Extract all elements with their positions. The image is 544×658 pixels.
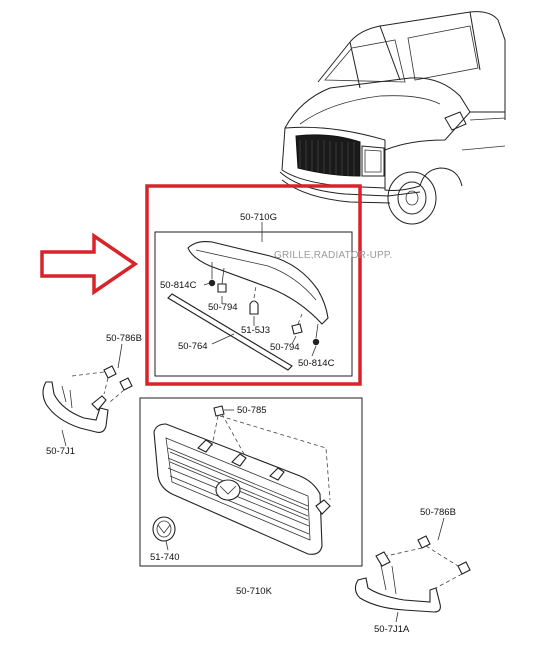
label-51-740: 51-740 xyxy=(150,552,180,563)
upper-molding-part xyxy=(187,241,329,325)
label-50-814c-b: 50-814C xyxy=(298,358,335,369)
label-50-7j1: 50-7J1 xyxy=(46,446,75,457)
left-bracket-part xyxy=(42,381,109,433)
clip-785 xyxy=(211,405,331,501)
radiator-grille-part xyxy=(153,423,331,555)
clip-fastener-814c-b xyxy=(312,323,320,346)
right-bracket-part xyxy=(354,551,441,613)
label-50-794-a: 50-794 xyxy=(208,302,238,313)
clip-786b-a xyxy=(71,365,133,403)
label-50-794-b: 50-794 xyxy=(270,342,300,353)
label-50-764: 50-764 xyxy=(178,341,208,352)
highlight-frame xyxy=(145,184,362,386)
vehicle-illustration xyxy=(279,11,506,225)
label-50-710k: 50-710K xyxy=(236,586,273,597)
clip-794-a xyxy=(217,267,227,293)
label-50-710g: 50-710G xyxy=(240,212,277,223)
label-50-7j1a: 50-7J1A xyxy=(374,624,410,635)
label-50-785: 50-785 xyxy=(237,405,267,416)
clip-fastener-814c-a xyxy=(208,262,216,287)
upper-grille-box xyxy=(154,231,353,377)
clip-786b-b xyxy=(385,535,471,591)
emblem-part xyxy=(152,516,176,542)
clip-794-b xyxy=(291,313,303,335)
label-50-786b-b: 50-786B xyxy=(420,507,456,518)
label-51-5j3: 51-5J3 xyxy=(241,325,270,336)
label-50-814c-a: 50-814C xyxy=(160,280,197,291)
part-name-tooltip: GRILLE,RADIATOR-UPP. xyxy=(274,250,392,261)
clip-51-5j3 xyxy=(249,285,259,315)
label-50-786b-a: 50-786B xyxy=(106,333,142,344)
pointer-arrow xyxy=(40,232,139,296)
grille-assembly-box xyxy=(139,397,363,567)
retainer-strip xyxy=(167,293,293,371)
